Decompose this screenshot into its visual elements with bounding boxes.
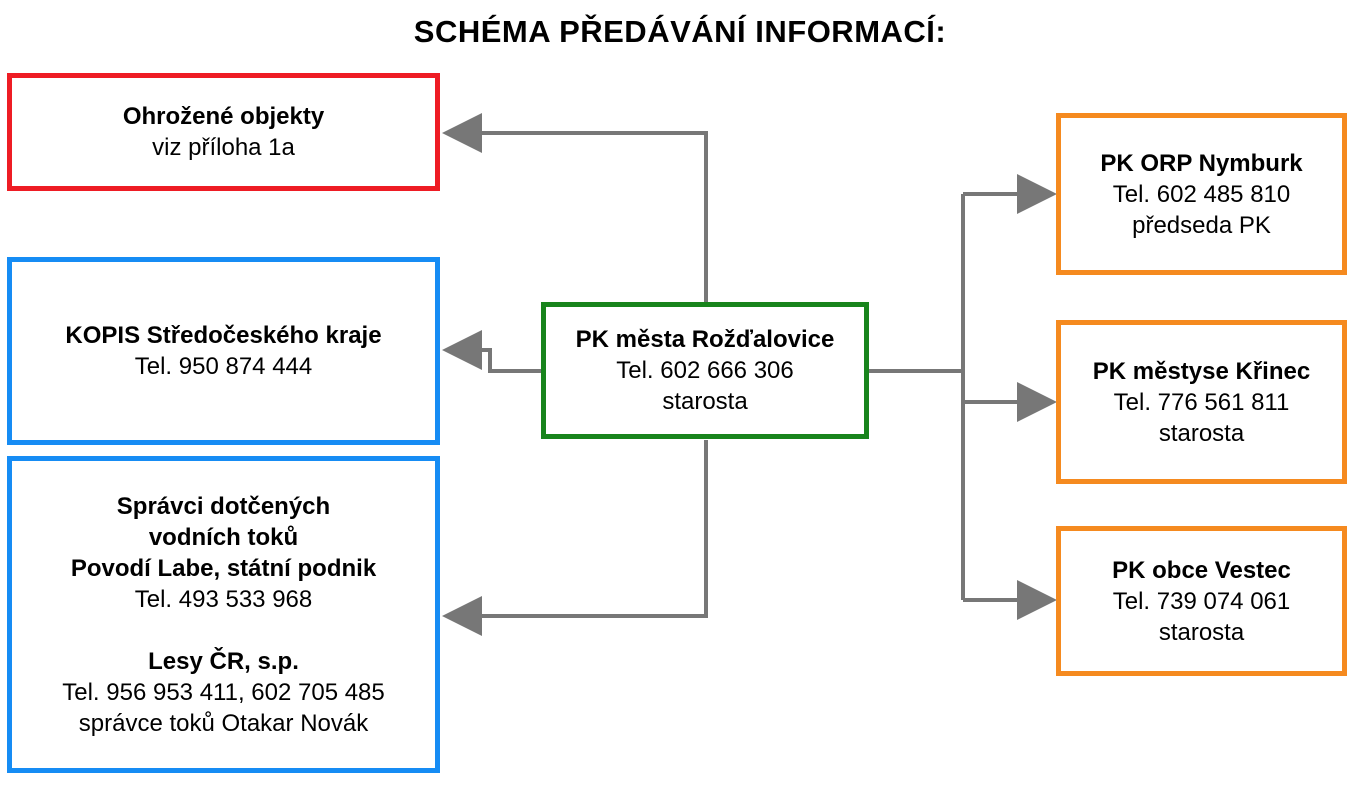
orp-tel: Tel. 602 485 810 [1112, 180, 1291, 208]
center-box: PK města Rožďalovice Tel. 602 666 306 st… [541, 302, 869, 439]
threatened-objects-note: viz příloha 1a [152, 134, 295, 161]
water-org2-name: Lesy ČR, s.p. [148, 647, 299, 675]
krinec-box: PK městyse Křinec Tel. 776 561 811 staro… [1056, 320, 1347, 484]
water-managers-box: Správci dotčených vodních toků Povodí La… [7, 456, 440, 773]
kopis-tel: Tel. 950 874 444 [134, 353, 313, 380]
krinec-name: PK městyse Křinec [1092, 357, 1311, 385]
orp-role: předseda PK [1132, 211, 1271, 239]
water-org2-contact: správce toků Otakar Novák [78, 709, 369, 737]
center-tel: Tel. 602 666 306 [616, 357, 794, 384]
water-heading-line2: vodních toků [148, 523, 299, 551]
water-org1-name: Povodí Labe, státní podnik [70, 554, 377, 582]
threatened-objects-name: Ohrožené objekty [122, 103, 325, 130]
water-org2-tel: Tel. 956 953 411, 602 705 485 [62, 678, 385, 706]
krinec-tel: Tel. 776 561 811 [1113, 388, 1290, 416]
vestec-box: PK obce Vestec Tel. 739 074 061 starosta [1056, 526, 1347, 676]
vestec-tel: Tel. 739 074 061 [1112, 587, 1291, 615]
center-name: PK města Rožďalovice [575, 326, 835, 353]
water-heading-line1: Správci dotčených [116, 492, 331, 520]
arrow-to-water [442, 440, 708, 636]
arrow-to-threatened [442, 113, 708, 303]
kopis-name: KOPIS Středočeského kraje [65, 322, 382, 349]
kopis-box: KOPIS Středočeského kraje Tel. 950 874 4… [7, 257, 440, 445]
threatened-objects-box: Ohrožené objekty viz příloha 1a [7, 73, 440, 191]
center-role: starosta [662, 388, 748, 415]
vestec-name: PK obce Vestec [1112, 556, 1291, 584]
orp-name: PK ORP Nymburk [1100, 149, 1303, 177]
water-org1-tel: Tel. 493 533 968 [134, 585, 313, 613]
krinec-role: starosta [1158, 419, 1245, 447]
orp-box: PK ORP Nymburk Tel. 602 485 810 předseda… [1056, 113, 1347, 275]
arrow-to-kopis [442, 330, 543, 373]
diagram-title: SCHÉMA PŘEDÁVÁNÍ INFORMACÍ: [413, 14, 947, 49]
vestec-role: starosta [1158, 618, 1245, 646]
